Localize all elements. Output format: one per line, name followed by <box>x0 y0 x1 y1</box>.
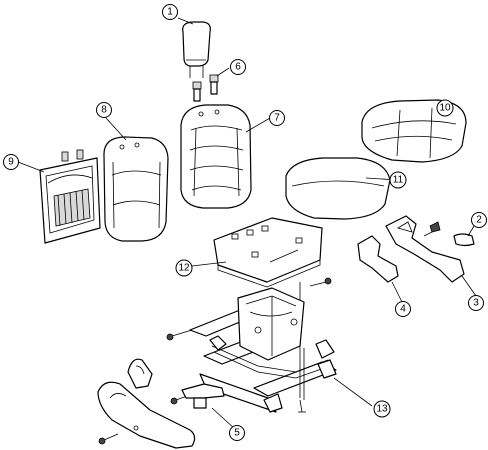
callout-9-label: 9 <box>8 157 14 168</box>
callout-3: 3 <box>468 295 484 311</box>
seat-adjuster-frame <box>189 287 337 413</box>
callout-2-label: 2 <box>476 215 482 226</box>
callout-1-label: 1 <box>167 7 173 18</box>
callout-11-label: 11 <box>393 175 404 186</box>
callout-5-label: 5 <box>234 428 240 439</box>
mounting-bolts <box>98 231 433 445</box>
callout-6: 6 <box>230 59 246 75</box>
callout-4-label: 4 <box>400 304 406 315</box>
callout-6-label: 6 <box>235 62 241 73</box>
cushion-trim-cover <box>361 99 467 163</box>
cushion-pan <box>213 217 323 322</box>
side-trim-cap <box>429 221 475 247</box>
headrest-guides <box>192 74 219 102</box>
callout-10-label: 10 <box>439 103 451 114</box>
callout-10: 10 <box>436 99 454 117</box>
callout-2: 2 <box>471 212 487 228</box>
side-trim-inner <box>357 235 399 283</box>
callout-7-label: 7 <box>274 113 280 124</box>
callout-1: 1 <box>162 4 178 20</box>
headrest <box>182 21 211 78</box>
recliner-cover <box>127 358 153 389</box>
callout-9: 9 <box>3 154 19 170</box>
leader-lines <box>17 17 477 431</box>
callout-4: 4 <box>395 301 411 317</box>
callout-12-label: 12 <box>178 263 190 274</box>
seatback-pad <box>103 136 169 242</box>
callout-5: 5 <box>229 425 245 441</box>
callout-7: 7 <box>269 110 285 126</box>
seatback-trim-cover <box>180 104 252 209</box>
callout-13: 13 <box>373 400 391 418</box>
callout-8-label: 8 <box>101 105 107 116</box>
cushion-pad <box>285 157 391 220</box>
side-trim-outer <box>385 215 465 283</box>
seatback-frame <box>39 149 101 244</box>
callout-8: 8 <box>96 102 112 118</box>
callout-11: 11 <box>389 171 407 189</box>
callout-12: 12 <box>175 259 193 277</box>
callout-3-label: 3 <box>473 298 479 309</box>
adjuster-lever <box>181 383 225 409</box>
callout-13-label: 13 <box>376 404 388 415</box>
side-shield <box>97 381 196 449</box>
